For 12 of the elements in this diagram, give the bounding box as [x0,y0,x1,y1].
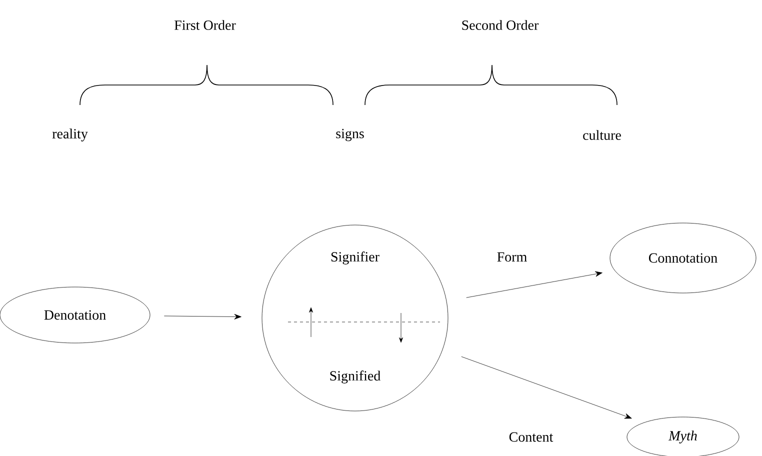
arrow [164,314,242,320]
label: Form [497,252,527,262]
label: culture [583,130,621,140]
label: First Order [174,20,236,30]
ellipse-node: Connotation [610,222,756,294]
label: Second Order [462,20,539,30]
label: Content [509,432,554,442]
label: signs [336,128,364,142]
arrow [466,271,602,298]
circle-node: Signifier Signified [262,224,448,412]
label: reality [52,128,88,142]
arrow [461,356,632,419]
